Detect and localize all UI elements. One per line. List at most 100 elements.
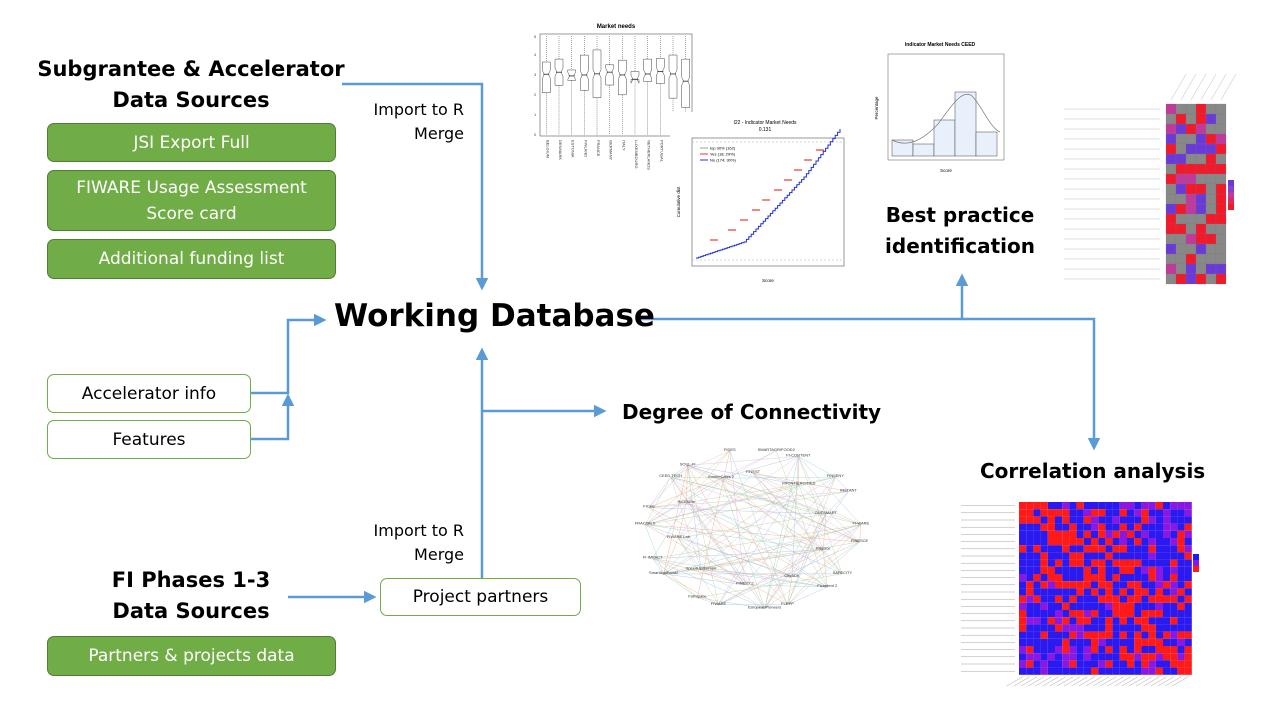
heatmap-col-label — [1220, 73, 1237, 101]
project-partners-box: Project partners — [380, 578, 581, 616]
corr-cell — [1141, 574, 1149, 582]
svg-text:3: 3 — [534, 72, 537, 77]
corr-cell — [1105, 617, 1113, 625]
heatmap-cell — [1185, 193, 1197, 205]
corr-cell — [1026, 660, 1034, 668]
correlation-matrix — [961, 502, 1199, 686]
corr-cell — [1177, 595, 1185, 603]
corr-cell — [1155, 602, 1163, 610]
corr-cell — [1026, 624, 1034, 632]
hist-bars — [891, 91, 998, 157]
corr-cell — [1105, 538, 1113, 546]
corr-cell — [1069, 581, 1077, 589]
network-edge — [645, 450, 777, 525]
corr-cell — [1127, 602, 1135, 610]
corr-cell — [1119, 523, 1127, 531]
corr-cell — [1033, 545, 1041, 553]
corr-cell — [1105, 566, 1113, 574]
correlation-analysis-title: Correlation analysis — [980, 459, 1206, 483]
corr-cell — [1155, 516, 1163, 524]
corr-cell — [1033, 581, 1041, 589]
corr-color-key — [1193, 554, 1199, 572]
corr-cell — [1098, 530, 1106, 538]
network-edge — [678, 456, 799, 539]
corr-cell — [1091, 646, 1099, 654]
corr-cell — [1083, 610, 1091, 618]
corr-cell — [1098, 574, 1106, 582]
corr-cell — [1112, 631, 1120, 639]
heatmap-cell — [1195, 263, 1207, 275]
corr-cell — [1177, 667, 1185, 675]
network-node-label: FIWARE Lab — [667, 534, 691, 539]
corr-cell — [1055, 545, 1063, 553]
corr-cell — [1055, 610, 1063, 618]
corr-cell — [1134, 602, 1142, 610]
corr-col-label — [1085, 676, 1102, 686]
network-node-label: FIspace — [816, 546, 831, 551]
corr-cell — [1163, 610, 1171, 618]
corr-cell — [1163, 581, 1171, 589]
cdf-no-curve — [696, 129, 841, 259]
network-edge — [645, 524, 824, 550]
network-edge — [663, 573, 698, 598]
corr-cell — [1076, 646, 1084, 654]
corr-cell — [1127, 660, 1135, 668]
heatmap-col-label — [1180, 73, 1197, 101]
corr-cell — [1019, 660, 1027, 668]
heatmap-cell — [1185, 123, 1197, 135]
network-edge — [663, 573, 745, 585]
network-node-label: FRONTIERCITIES — [782, 480, 816, 485]
corr-cell — [1155, 523, 1163, 531]
boxplot-box — [668, 54, 678, 99]
market-needs-cdf: I22 - Indicator Market Needs 0.131 top 3… — [670, 112, 850, 288]
corr-cell — [1055, 646, 1063, 654]
corr-cell — [1141, 530, 1149, 538]
corr-cell — [1055, 581, 1063, 589]
network-edge — [752, 472, 799, 485]
corr-cell — [1155, 552, 1163, 560]
corr-cell — [1033, 538, 1041, 546]
corr-cell — [1141, 617, 1149, 625]
corr-cell — [1105, 588, 1113, 596]
corr-cell — [1141, 559, 1149, 567]
heatmap-cell — [1165, 163, 1177, 175]
corr-cell — [1019, 559, 1027, 567]
corr-cell — [1033, 667, 1041, 675]
heatmap-cell — [1165, 143, 1177, 155]
corr-cell — [1112, 610, 1120, 618]
heatmap-cell — [1215, 183, 1227, 195]
corr-cell — [1148, 595, 1156, 603]
network-node-label: EuropeanPioneers — [748, 605, 781, 610]
corr-cell — [1134, 581, 1142, 589]
corr-cell — [1119, 631, 1127, 639]
fi-phases-heading: FI Phases 1-3 Data Sources — [111, 568, 271, 623]
corr-cell — [1091, 502, 1099, 510]
heatmap-cell — [1185, 233, 1197, 245]
heatmap-cell — [1195, 233, 1207, 245]
corr-cell — [1069, 523, 1077, 531]
heatmap-cell — [1175, 263, 1187, 275]
corr-cell — [1033, 523, 1041, 531]
heatmap-cell — [1175, 113, 1187, 125]
network-edge — [721, 477, 843, 575]
heatmap-cell — [1205, 153, 1217, 165]
heatmap-cell — [1195, 153, 1207, 165]
corr-cell — [1170, 595, 1178, 603]
corr-cell — [1163, 574, 1171, 582]
corr-col-label — [1150, 676, 1167, 686]
network-edge — [729, 450, 788, 605]
corr-cell — [1083, 530, 1091, 538]
corr-cell — [1134, 610, 1142, 618]
corr-cell — [1119, 530, 1127, 538]
corr-cell — [1076, 660, 1084, 668]
network-node-label: FINEST — [746, 469, 761, 474]
corr-cell — [1083, 602, 1091, 610]
corr-cell — [1047, 538, 1055, 546]
corr-cell — [1141, 653, 1149, 661]
corr-cell — [1148, 538, 1156, 546]
corr-cell — [1170, 574, 1178, 582]
heatmap-cell — [1185, 243, 1197, 255]
corr-cell — [1119, 660, 1127, 668]
corr-cell — [1033, 638, 1041, 646]
corr-cell — [1119, 638, 1127, 646]
